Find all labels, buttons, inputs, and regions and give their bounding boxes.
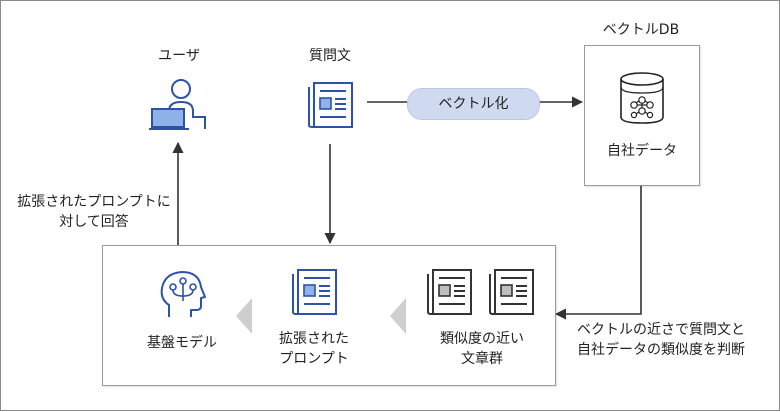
chevron-left-icon — [390, 298, 406, 334]
vector-db-box: 自社データ — [584, 45, 700, 186]
augmented-prompt-line2: プロンプト — [279, 351, 349, 367]
brain-icon — [160, 271, 206, 317]
vector-db-title: ベクトルDB — [602, 22, 680, 38]
company-data-label: 自社データ — [607, 143, 677, 159]
user-laptop-icon — [149, 79, 206, 130]
question-label: 質問文 — [309, 48, 351, 64]
similar-docs-line1: 類似度の近い — [440, 331, 524, 347]
documents-icon — [427, 269, 534, 315]
user-label: ユーザ — [158, 48, 200, 64]
respond-text-line2: 対して回答 — [59, 214, 129, 230]
database-icon — [620, 72, 664, 124]
document-icon — [308, 82, 353, 128]
arrow-db-to-docs — [554, 185, 642, 320]
vectorize-step: ベクトル化 — [407, 88, 540, 120]
judge-text-line2: 自社データの類似度を判断 — [577, 342, 745, 358]
augmented-prompt-line1: 拡張された — [279, 331, 349, 347]
prompt-document-icon — [292, 269, 337, 315]
respond-text-line1: 拡張されたプロンプトに — [17, 194, 171, 210]
similar-docs-line2: 文章群 — [461, 351, 503, 367]
rag-process-box: 基盤モデル 拡張された プロンプト — [102, 245, 556, 386]
foundation-model-label: 基盤モデル — [147, 335, 217, 351]
chevron-left-icon — [236, 298, 252, 334]
judge-text-line1: ベクトルの近さで質問文と — [577, 322, 745, 338]
